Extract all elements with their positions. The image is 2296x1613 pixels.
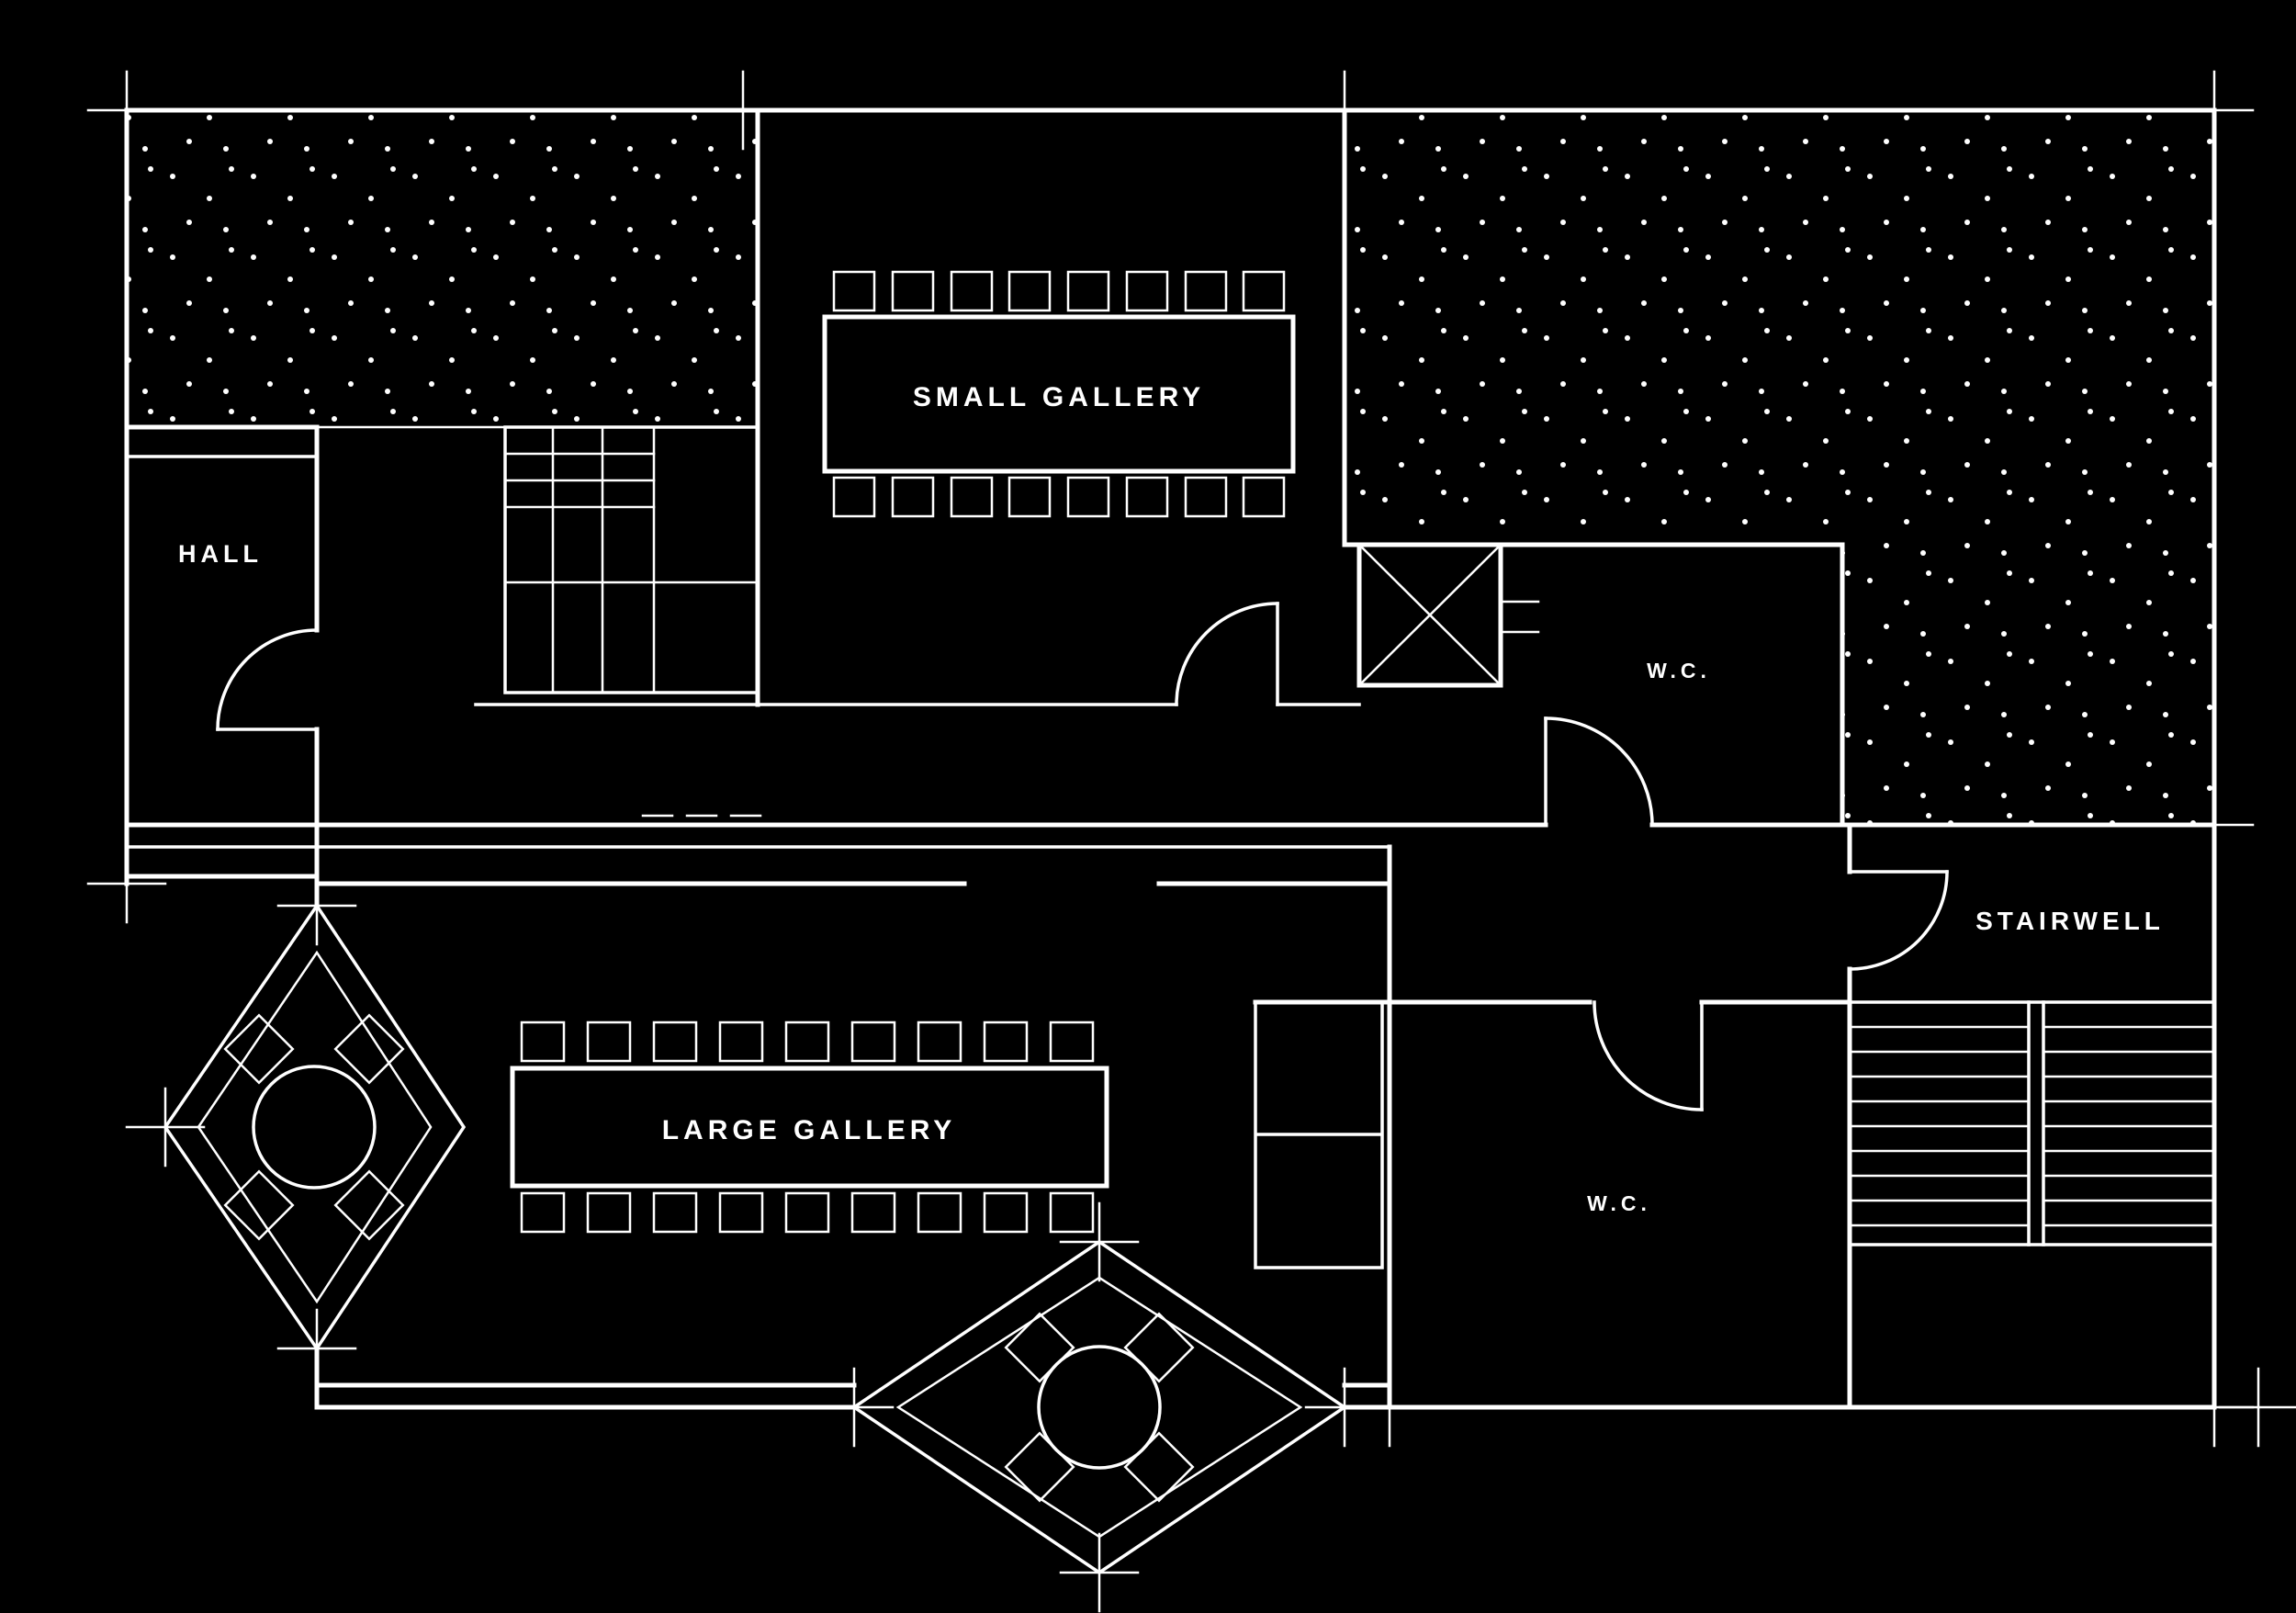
round-table-bottom — [1037, 1345, 1162, 1470]
hall-label: HALL — [178, 540, 263, 568]
stairwell-stairs — [1848, 1000, 2216, 1246]
door-small-gallery — [1175, 602, 1279, 706]
wc-lower-label: W.C. — [1587, 1191, 1651, 1215]
round-table-bottom-chairs — [1004, 1312, 1195, 1503]
round-table-left-chairs — [223, 1013, 405, 1241]
locker-grid — [503, 425, 760, 694]
door-wc-upper — [1544, 716, 1654, 827]
door-hall — [216, 628, 319, 731]
elevator-door-marks — [1499, 600, 1540, 634]
large-gallery-table: LARGE GALLERY — [510, 1021, 1109, 1234]
reference-crosses — [86, 70, 2296, 1613]
large-gallery-label: LARGE GALLERY — [662, 1115, 957, 1145]
small-gallery-label: SMALL GALLERY — [913, 382, 1205, 412]
bay-window-left — [163, 902, 467, 1352]
stipple-terrace-top-right — [1345, 110, 2214, 825]
door-stairwell — [1848, 870, 1949, 971]
door-wc-lower — [1593, 1000, 1704, 1111]
elevator-shaft — [1356, 542, 1540, 688]
round-table-left — [252, 1065, 377, 1190]
small-gallery-table: SMALL GALLERY — [822, 270, 1296, 518]
stipple-terrace-top-left — [125, 110, 760, 429]
stairwell-label: STAIRWELL — [1975, 907, 2165, 935]
small-gallery-chairs — [832, 270, 1286, 518]
wc-upper-label: W.C. — [1647, 659, 1711, 682]
large-gallery-chairs — [520, 1021, 1095, 1234]
bay-window-bottom — [850, 1239, 1348, 1575]
closet-cells — [1254, 1000, 1384, 1269]
